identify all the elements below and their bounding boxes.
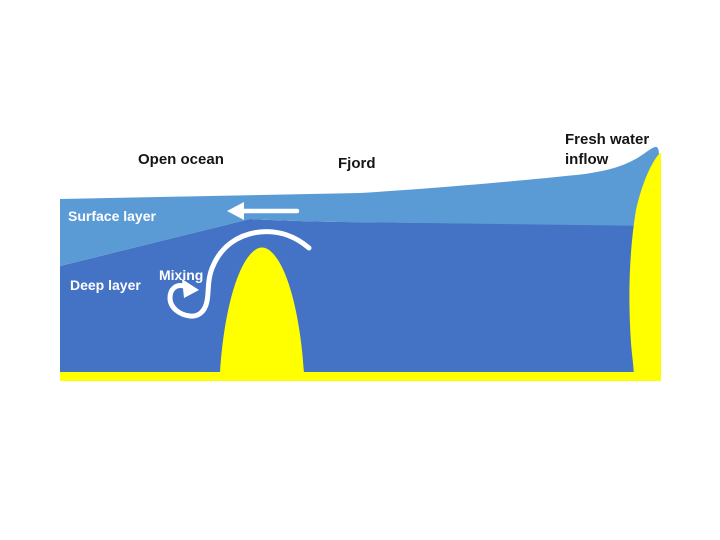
mixing-arrow-path bbox=[167, 229, 312, 319]
fresh-water-inflow-label: Fresh water inflow bbox=[565, 131, 649, 168]
fresh-water-inflow-label-line2: inflow bbox=[565, 151, 609, 168]
curved-loop-arrow-icon bbox=[182, 279, 199, 298]
fresh-water-inflow-label-line1: Fresh water bbox=[565, 131, 649, 148]
seafloor bbox=[60, 372, 661, 381]
surface-current-arrow bbox=[227, 202, 300, 220]
open-ocean-label: Open ocean bbox=[138, 151, 224, 168]
deep-layer-water bbox=[60, 219, 661, 373]
mixing-arrow bbox=[167, 229, 312, 319]
surface-layer-water bbox=[60, 146, 661, 266]
mixing-label: Mixing bbox=[159, 267, 203, 283]
sill-ridge bbox=[220, 247, 304, 373]
deep-layer-label: Deep layer bbox=[70, 277, 141, 293]
arrow-left-icon bbox=[227, 202, 244, 220]
fjord-label: Fjord bbox=[338, 155, 376, 172]
land-shore-right bbox=[629, 153, 661, 381]
surface-layer-label: Surface layer bbox=[68, 208, 156, 224]
